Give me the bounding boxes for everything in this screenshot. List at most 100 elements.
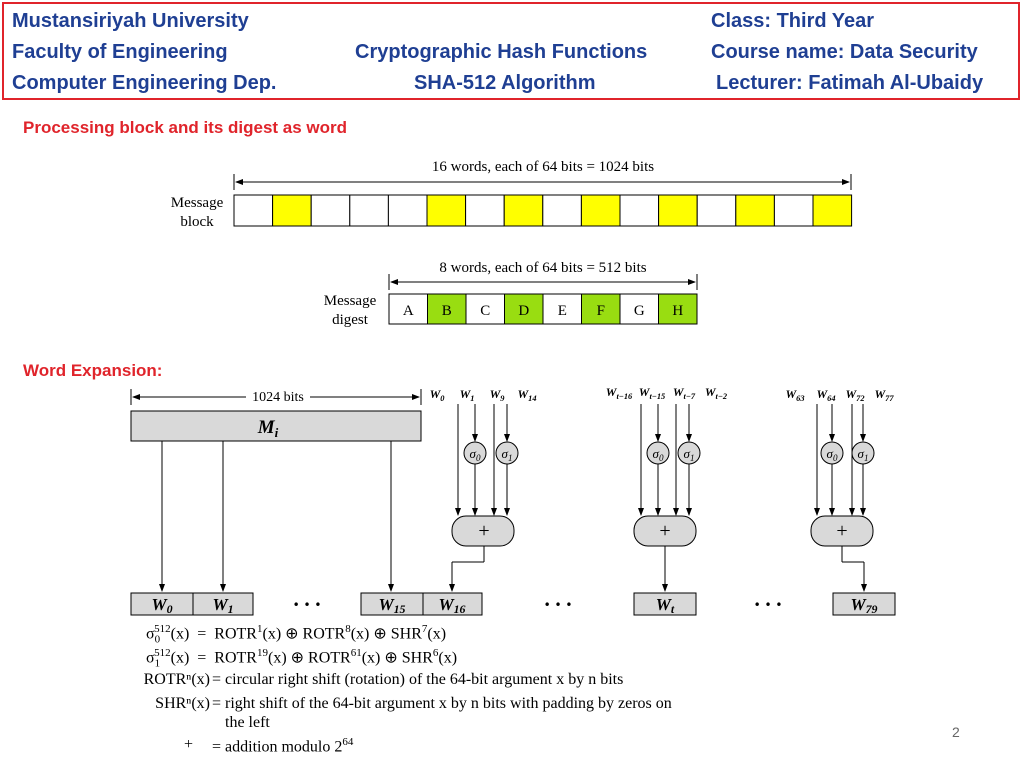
message-digest-word (388, 293, 428, 325)
topic-title: Cryptographic Hash Functions (355, 41, 648, 63)
message-block-word (619, 194, 660, 227)
message-block-word (542, 194, 582, 227)
message-digest-label-2: digest (332, 312, 369, 328)
topic-subtitle: SHA-512 Algorithm (414, 72, 596, 94)
message-block-word (465, 194, 505, 227)
mi-label: Mi (257, 417, 279, 440)
message-block-word (233, 194, 274, 227)
word-box-w79 (832, 592, 896, 616)
message-digest-word-label: C (480, 303, 490, 319)
sigma1-label: σ1 (684, 446, 695, 463)
group1-input-0: W0 (430, 387, 446, 403)
message-block-label-2: block (180, 214, 214, 230)
message-block-word (349, 194, 389, 227)
message-digest-label: Message (324, 293, 377, 309)
ellipsis-3: • • • (754, 598, 783, 612)
sigma0-label: σ0 (653, 446, 664, 463)
page-number: 2 (952, 724, 960, 740)
group3-input-2: W72 (845, 387, 864, 403)
group3-input-0: W63 (785, 387, 804, 403)
digest-span-label: 8 words, each of 64 bits = 512 bits (439, 260, 646, 276)
university-name: Mustansiriyah University (12, 10, 249, 32)
adder-node (451, 515, 515, 547)
expansion-group-w79: W63 W64 W72 W77 σ0 σ1 + (785, 387, 894, 592)
word-label-w0: W0 (151, 595, 172, 616)
rotr-def-text: = circular right shift (rotation) of the… (212, 671, 624, 688)
rotr-def-term: ROTRⁿ(x) (143, 671, 210, 688)
message-digest-word (427, 293, 467, 325)
ellipsis-1: • • • (293, 598, 322, 612)
message-block-word (426, 194, 467, 227)
message-digest-word (504, 293, 544, 325)
lecturer-name: Lecturer: Fatimah Al-Ubaidy (716, 72, 984, 94)
message-block-word (696, 194, 737, 227)
group1-input-2: W9 (490, 387, 506, 403)
message-block-word (503, 194, 544, 227)
message-block-word (812, 194, 853, 227)
message-block-word (580, 194, 621, 227)
section-title-processing: Processing block and its digest as word (23, 118, 348, 137)
faculty-name: Faculty of Engineering (12, 41, 228, 63)
sigma0-label: σ0 (470, 446, 481, 463)
message-digest-word-label: F (597, 303, 605, 319)
word-box-w16 (422, 592, 483, 616)
message-digest-word (542, 293, 582, 325)
word-label-w79: W79 (850, 595, 877, 616)
class-label: Class: Third Year (711, 10, 875, 32)
message-digest-word-label: D (518, 303, 529, 319)
word-label-w1: W1 (212, 595, 233, 616)
sigma1-formula: σ1512(x) = ROTR19(x) ⊕ ROTR61(x) ⊕ SHR6(… (146, 647, 458, 670)
course-name: Course name: Data Security (711, 41, 978, 63)
block-span-label: 16 words, each of 64 bits = 1024 bits (432, 159, 654, 175)
sigma0-formula: σ0512(x) = ROTR1(x) ⊕ ROTR8(x) ⊕ SHR7(x) (146, 623, 447, 646)
message-block-word (272, 194, 312, 227)
word-box-w1 (192, 592, 254, 616)
group2-input-2: Wt−7 (673, 385, 696, 401)
group2-input-3: Wt−2 (705, 385, 727, 401)
department-name: Computer Engineering Dep. (12, 72, 277, 94)
sigma1-label: σ1 (858, 446, 869, 463)
group3-input-1: W64 (816, 387, 835, 403)
expansion-group-wt: Wt−16 Wt−15 Wt−7 Wt−2 σ0 σ1 + (606, 385, 727, 592)
mi-box (130, 410, 422, 442)
sigma1-label: σ1 (502, 446, 513, 463)
message-digest-word (619, 293, 659, 325)
sigma0-label: σ0 (827, 446, 838, 463)
plus-def-text: = addition modulo 264 (212, 736, 354, 756)
adder-label: + (659, 520, 670, 542)
shr-def-text: = right shift of the 64-bit argument x b… (212, 695, 672, 712)
message-block-word (773, 194, 814, 227)
header-box (2, 2, 1020, 100)
shr-def-term: SHRⁿ(x) (155, 695, 210, 712)
bits-label: 1024 bits (252, 390, 304, 405)
message-digest-word-label: H (672, 303, 683, 319)
message-digest-word-label: A (403, 303, 414, 319)
section-title-word-expansion: Word Expansion: (23, 361, 163, 380)
adder-label: + (478, 520, 489, 542)
message-block-word (310, 194, 351, 227)
message-digest-word (658, 293, 698, 325)
word-label-w16: W16 (438, 595, 465, 616)
plus-def-term: + (183, 736, 193, 753)
message-digest-word (581, 293, 621, 325)
message-block-word (735, 194, 775, 227)
word-box-wt (633, 592, 697, 616)
word-label-wt: Wt (656, 595, 675, 616)
group2-input-0: Wt−16 (606, 385, 633, 401)
message-digest-word-label: G (634, 303, 645, 319)
group2-input-1: Wt−15 (639, 385, 665, 401)
message-digest-word (465, 293, 505, 325)
adder-label: + (836, 520, 847, 542)
message-digest-word-label: E (558, 303, 567, 319)
ellipsis-2: • • • (544, 598, 573, 612)
message-block-cells (233, 194, 853, 227)
word-label-w15: W15 (378, 595, 405, 616)
message-block-label: Message (171, 195, 224, 211)
message-block-word (658, 194, 698, 227)
expansion-group-w16: W0 W1 W9 W14 σ0 σ1 + (430, 387, 537, 592)
group1-input-1: W1 (460, 387, 475, 403)
group1-input-3: W14 (517, 387, 536, 403)
group3-input-3: W77 (874, 387, 894, 403)
